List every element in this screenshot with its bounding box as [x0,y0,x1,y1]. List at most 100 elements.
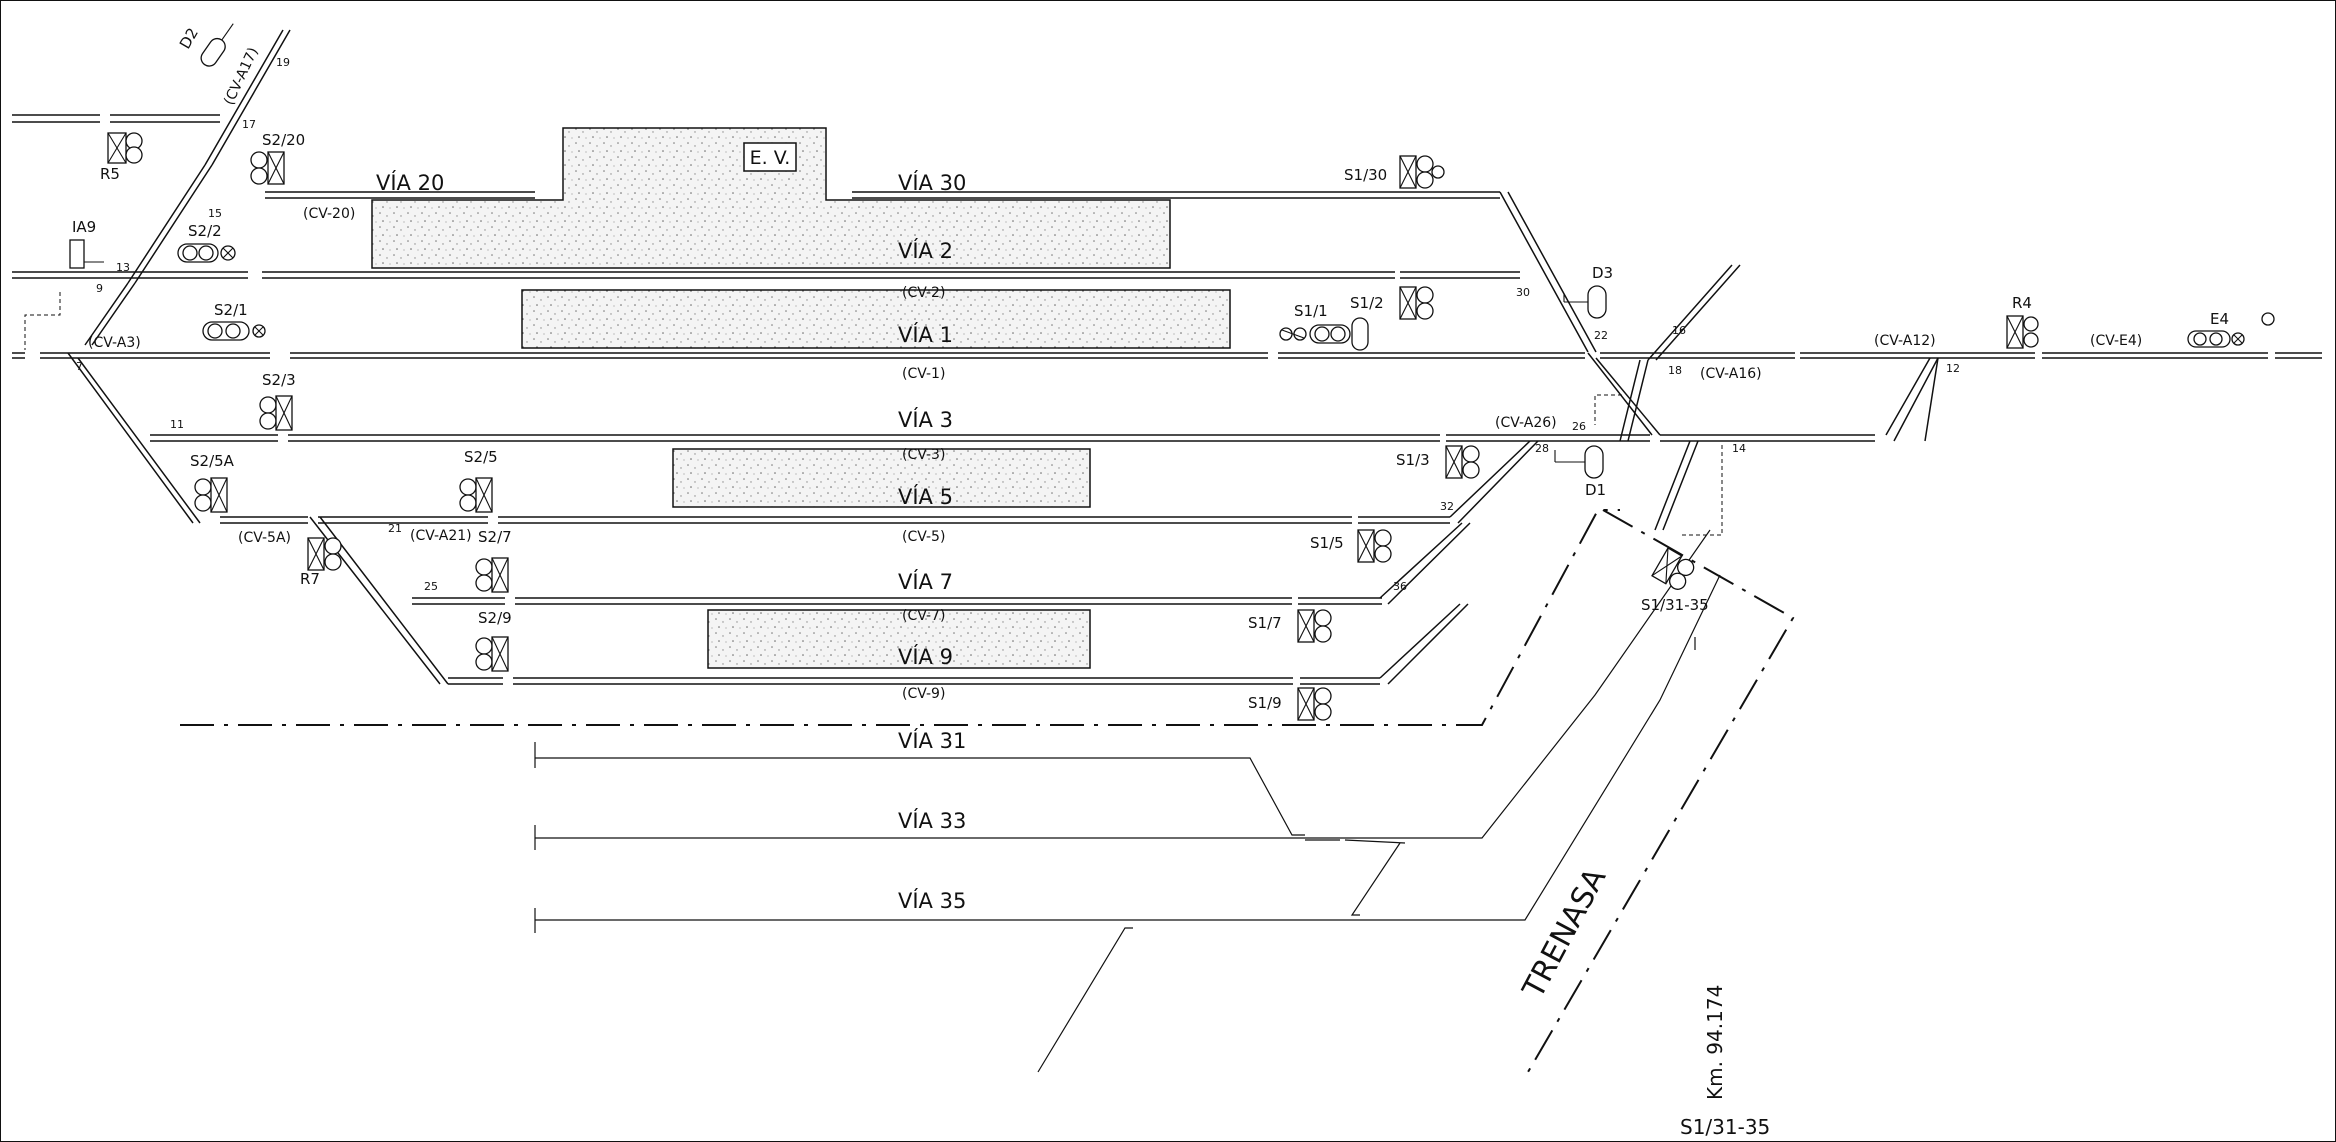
label-r5: R5 [100,165,120,183]
switch-15: 15 [208,207,222,220]
label-via-2: VÍA 2 [898,238,953,263]
label-s2-2: S2/2 [188,222,222,240]
label-s2-20: S2/20 [262,131,305,149]
signal-ia9-icon [69,239,104,269]
switch-16: 16 [1672,324,1686,337]
signal-s2-7-icon [475,557,509,593]
signal-s1-5-icon [1357,529,1392,563]
boundary-lines [180,509,1795,1073]
label-via-30: VÍA 30 [898,170,966,195]
signal-s1-1-icon [1279,324,1351,344]
switch-18: 18 [1668,364,1682,377]
platform-via7-9 [707,609,1091,669]
signal-r7-icon [307,537,342,571]
signal-d3-icon [1563,285,1607,319]
label-s2-7: S2/7 [478,528,512,546]
switch-22: 22 [1594,329,1608,342]
km-label: Km. 94.174 [1703,985,1727,1100]
bottom-reference-label: S1/31-35 [1680,1115,1770,1139]
lower-sidings [534,529,1721,1073]
circuit-cva12: (CV-A12) [1874,333,1936,349]
label-via-1: VÍA 1 [898,322,953,347]
signal-s2-5a-icon [194,477,228,513]
label-via-35: VÍA 35 [898,888,966,913]
label-d2: D2 [176,25,202,52]
signal-d1-icon [1554,445,1604,479]
signal-s1-7-icon [1297,609,1332,643]
signal-s1-31-35-icon [1651,547,1695,590]
circuit-cv1: (CV-1) [902,366,945,382]
switch-9: 9 [96,282,103,295]
signal-s1-9-icon [1297,687,1332,721]
label-r7: R7 [300,570,320,588]
label-via-7: VÍA 7 [898,569,953,594]
ev-label: E. V. [750,147,791,169]
label-via-9: VÍA 9 [898,644,953,669]
label-d1: D1 [1585,481,1606,499]
circuit-cve4: (CV-E4) [2090,333,2142,349]
label-s1-1: S1/1 [1294,302,1328,320]
control-links [24,292,1723,536]
label-d3: D3 [1592,264,1613,282]
signal-s2-2-icon [177,243,236,263]
ev-box [743,142,797,172]
signal-s1-2-icon [1351,317,1369,351]
circuit-cv5a: (CV-5A) [238,530,291,546]
circuit-cva3: (CV-A3) [88,335,141,351]
switch-17: 17 [242,118,256,131]
signal-s2-20-icon [250,151,285,185]
circuit-cv7: (CV-7) [902,608,945,624]
signal-s2-9-icon [475,636,509,672]
platform-via1 [521,289,1231,349]
platforms: E. V. [371,127,1231,669]
switch-7: 7 [76,360,83,373]
label-s1-31-35: S1/31-35 [1641,596,1709,614]
label-s1-7: S1/7 [1248,614,1282,632]
circuit-cv9: (CV-9) [902,686,945,702]
label-r4: R4 [2012,294,2032,312]
switch-13: 13 [116,261,130,274]
signal-box-icon [1399,286,1434,320]
circuit-cv20: (CV-20) [303,206,355,222]
signal-s2-5-icon [459,477,493,513]
label-ia9: IA9 [72,218,96,236]
circuit-cva21: (CV-A21) [410,528,472,544]
label-s1-3: S1/3 [1396,451,1430,469]
switch-12: 12 [1946,362,1960,375]
switch-25: 25 [424,580,438,593]
switch-36: 36 [1393,580,1407,593]
switch-32: 32 [1440,500,1454,513]
switch-26: 26 [1572,420,1586,433]
circuit-cva26: (CV-A26) [1495,415,1557,431]
switch-30: 30 [1516,286,1530,299]
signal-e4-icon [2187,312,2275,348]
circuit-cv3: (CV-3) [902,447,945,463]
signal-s2-3-icon [259,395,293,431]
label-s1-30: S1/30 [1344,166,1387,184]
track-labels: VÍA 20 VÍA 30 VÍA 2 VÍA 1 VÍA 3 VÍA 5 VÍ… [376,170,966,913]
label-e4: E4 [2210,310,2229,328]
circuit-cv5: (CV-5) [902,529,945,545]
switch-11: 11 [170,418,184,431]
circuit-cv2: (CV-2) [902,285,945,301]
switch-labels: 19 17 15 13 9 7 11 21 25 30 22 16 18 26 … [76,56,1960,593]
label-s1-2: S1/2 [1350,294,1384,312]
label-s2-5: S2/5 [464,448,498,466]
signal-s1-3-icon [1445,445,1480,479]
label-s2-9: S2/9 [478,609,512,627]
signal-r4-icon [2006,315,2039,349]
signal-s2-1-icon [202,321,266,341]
label-s2-5a: S2/5A [190,452,235,470]
station-building [371,127,1171,269]
label-s1-5: S1/5 [1310,534,1344,552]
label-via-33: VÍA 33 [898,808,966,833]
signal-d2-icon [200,23,234,67]
signal-r5-icon [107,132,143,164]
tracks [12,29,2322,685]
circuit-cva16: (CV-A16) [1700,366,1762,382]
trenasa-label: TRENASA [1516,862,1614,1004]
switch-28: 28 [1535,442,1549,455]
signal-labels: D2 R5 S2/20 S2/2 IA9 S2/1 S2/3 S2/5A R7 … [72,25,2229,712]
